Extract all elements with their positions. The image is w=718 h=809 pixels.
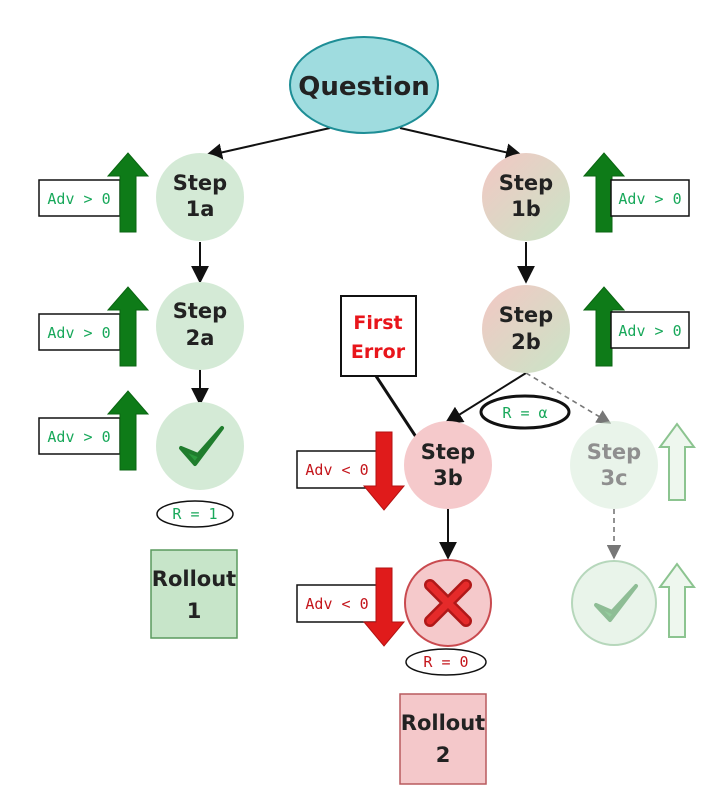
- step-1b-line1: Step: [499, 171, 553, 195]
- rollout-1-line2: 1: [187, 599, 202, 623]
- adv-check-1-text: Adv > 0: [47, 428, 110, 446]
- step-3b-line2: 3b: [433, 466, 463, 490]
- reward-badge-rollout-2: R = 0: [405, 648, 487, 676]
- adv-1a-text: Adv > 0: [47, 190, 110, 208]
- rollout-2-line2: 2: [436, 743, 451, 767]
- check-icon: [594, 584, 638, 622]
- up-arrow-1a-icon: [106, 152, 150, 233]
- reward-badge-branch: R = α: [479, 394, 571, 430]
- wrong-node: [404, 559, 492, 647]
- step-2b-node: Step 2b: [482, 285, 570, 373]
- first-error-callout: First Error: [340, 295, 417, 377]
- first-error-line1: First: [353, 312, 402, 334]
- reward-badge-rollout-1: R = 1: [156, 500, 234, 528]
- reward-branch-text: R = α: [502, 404, 547, 422]
- adv-label-2a: Adv > 0: [38, 313, 121, 351]
- adv-3b-text: Adv < 0: [305, 461, 368, 479]
- edge-question-1a: [204, 127, 331, 162]
- step-1b-line2: 1b: [511, 197, 541, 221]
- adv-label-2b: Adv > 0: [610, 311, 690, 349]
- up-arrow-check-1-icon: [106, 390, 150, 471]
- step-2a-line1: Step: [173, 299, 227, 323]
- up-arrow-1b-icon: [582, 152, 626, 233]
- adv-label-3b: Adv < 0: [296, 450, 378, 489]
- step-3c-line2: 3c: [600, 466, 627, 490]
- cross-icon: [424, 579, 472, 627]
- adv-1b-text: Adv > 0: [618, 190, 681, 208]
- step-3c-line1: Step: [587, 440, 641, 464]
- up-arrow-check-2-icon: [658, 562, 696, 638]
- reward-rollout-1-text: R = 1: [172, 505, 217, 523]
- up-arrow-2b-icon: [582, 286, 626, 367]
- rollout-1-line1: Rollout: [152, 567, 236, 591]
- adv-label-1a: Adv > 0: [38, 179, 121, 217]
- up-arrow-3c-icon: [658, 422, 696, 501]
- correct-node-1: [156, 402, 244, 490]
- reward-rollout-2-text: R = 0: [423, 653, 468, 671]
- step-1b-node: Step 1b: [482, 153, 570, 241]
- step-3b-line1: Step: [421, 440, 475, 464]
- question-node: Question: [289, 36, 439, 134]
- edge-2b-3b: [444, 372, 527, 424]
- adv-label-check-1: Adv > 0: [38, 417, 121, 455]
- step-1a-line1: Step: [173, 171, 227, 195]
- rollout-2-line1: Rollout: [401, 711, 485, 735]
- adv-2b-text: Adv > 0: [618, 322, 681, 340]
- rollout-1-box: Rollout 1: [150, 549, 238, 639]
- adv-label-x: Adv < 0: [296, 584, 378, 623]
- step-3b-node: Step 3b: [404, 421, 492, 509]
- first-error-leader: [374, 375, 422, 444]
- check-icon: [179, 426, 224, 466]
- step-2a-line2: 2a: [186, 326, 215, 350]
- up-arrow-2a-icon: [106, 286, 150, 367]
- down-arrow-3b-icon: [362, 431, 406, 511]
- adv-label-1b: Adv > 0: [610, 179, 690, 217]
- step-1a-line2: 1a: [186, 197, 215, 221]
- step-2a-node: Step 2a: [156, 282, 244, 370]
- correct-node-2: [571, 560, 657, 646]
- step-3c-node: Step 3c: [570, 421, 658, 509]
- adv-2a-text: Adv > 0: [47, 324, 110, 342]
- edge-2b-3c: [525, 372, 612, 424]
- step-2b-line1: Step: [499, 303, 553, 327]
- step-2b-line2: 2b: [511, 330, 541, 354]
- down-arrow-x-icon: [362, 567, 406, 647]
- rollout-2-box: Rollout 2: [399, 693, 487, 785]
- first-error-line2: Error: [351, 341, 406, 363]
- step-1a-node: Step 1a: [156, 153, 244, 241]
- edge-question-1b: [399, 127, 524, 162]
- question-label: Question: [298, 72, 429, 102]
- adv-x-text: Adv < 0: [305, 595, 368, 613]
